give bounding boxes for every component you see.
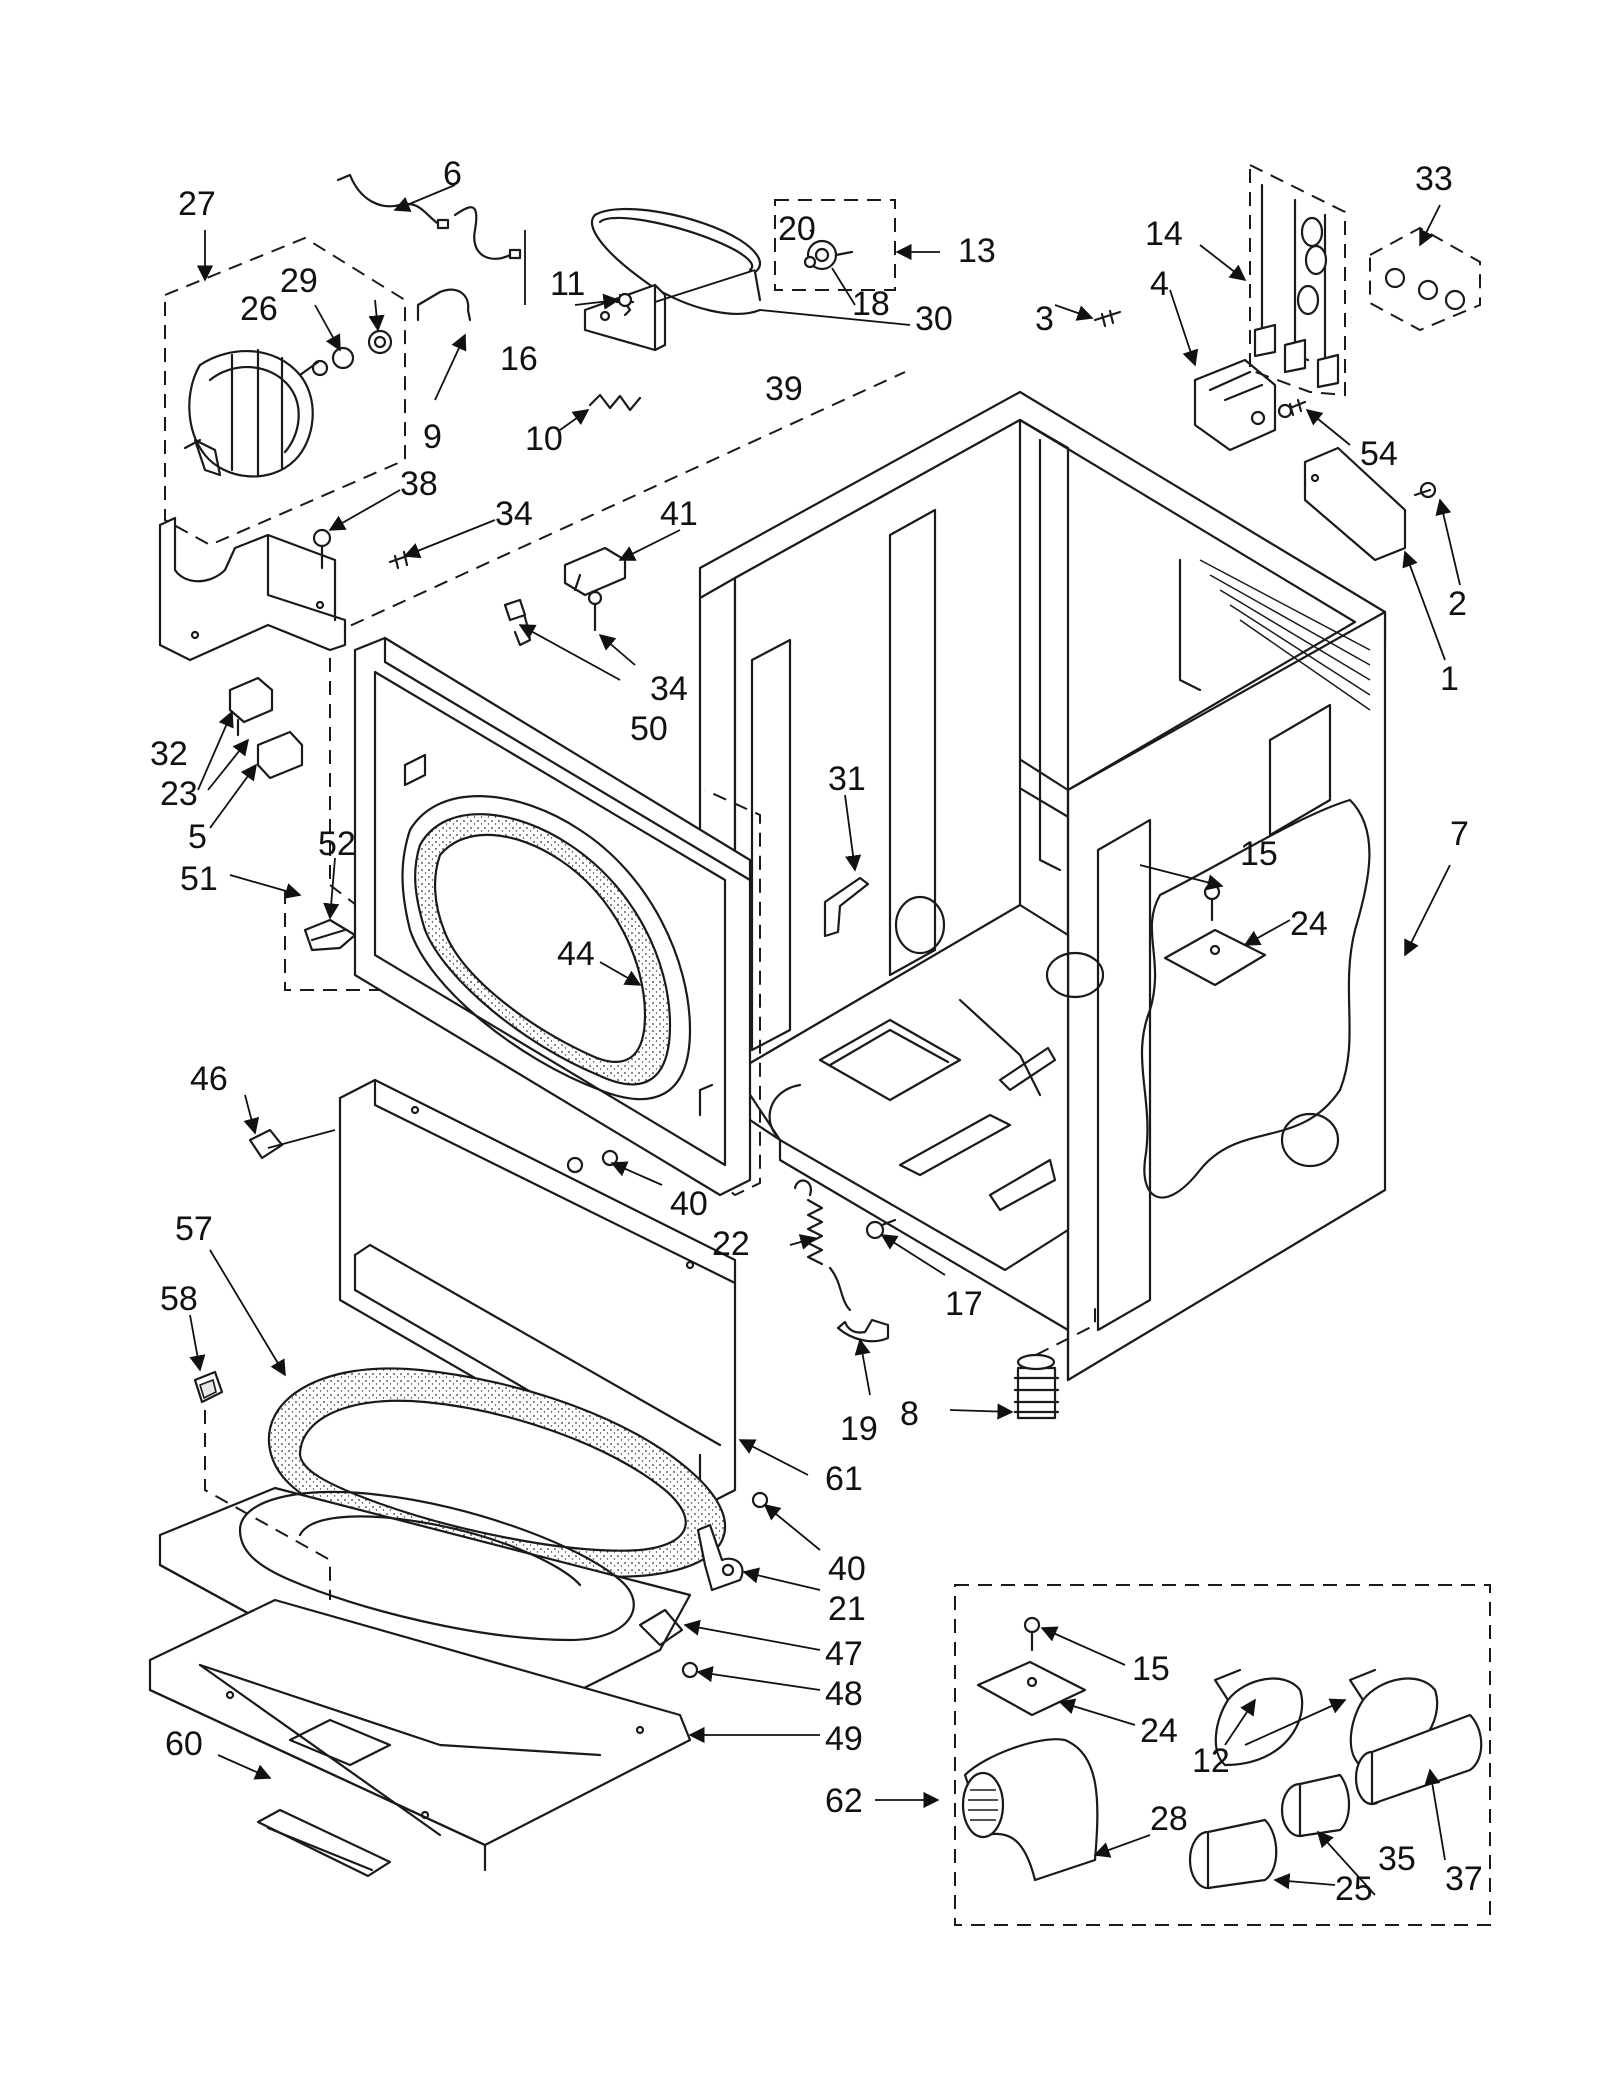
cover-24-upper <box>1163 928 1267 987</box>
spring-22 <box>793 1179 852 1312</box>
part-label-54: 54 <box>1360 435 1398 473</box>
part-label-46: 46 <box>190 1060 228 1098</box>
part-label-34b: 34 <box>650 670 688 708</box>
part-label-8: 8 <box>900 1395 919 1433</box>
idler-bracket <box>583 283 667 352</box>
terminal-kit-14 <box>1249 163 1346 397</box>
screw-17 <box>865 1218 897 1240</box>
door-catch <box>193 1370 331 1600</box>
part-label-40b: 40 <box>828 1550 866 1588</box>
part-label-27: 27 <box>178 185 216 223</box>
part-label-30: 30 <box>915 300 953 338</box>
part-label-35: 35 <box>1378 1840 1416 1878</box>
part-label-49: 49 <box>825 1720 863 1758</box>
part-label-12: 12 <box>1192 1742 1230 1780</box>
part-label-23: 23 <box>160 775 198 813</box>
part-label-48: 48 <box>825 1675 863 1713</box>
front-panel-assembly <box>329 371 906 1197</box>
part-label-20: 20 <box>778 210 816 248</box>
part-label-39: 39 <box>765 370 803 408</box>
part-label-38: 38 <box>400 465 438 503</box>
part-label-40a: 40 <box>670 1185 708 1223</box>
part-label-15b: 15 <box>1132 1650 1170 1688</box>
screw-38 <box>312 528 332 570</box>
part-label-4: 4 <box>1150 265 1169 303</box>
part-label-15a: 15 <box>1240 835 1278 873</box>
switch-5 <box>256 730 304 780</box>
part-label-28: 28 <box>1150 1800 1188 1838</box>
drive-belt <box>590 207 762 315</box>
terminal-kit-33 <box>1369 226 1481 332</box>
exhaust-kit <box>954 1584 1491 1926</box>
part-label-31: 31 <box>828 760 866 798</box>
part-label-19: 19 <box>840 1410 878 1448</box>
cabinet <box>698 390 1387 1382</box>
part-label-47: 47 <box>825 1635 863 1673</box>
part-label-57: 57 <box>175 1210 213 1248</box>
part-label-11: 11 <box>550 265 585 303</box>
screw-3 <box>1093 309 1122 328</box>
screw-54 <box>1277 398 1307 419</box>
cover-plate-1 <box>1303 446 1407 562</box>
idler-spring <box>588 393 642 412</box>
door-hinge-21 <box>696 1523 744 1592</box>
part-label-58: 58 <box>160 1280 198 1318</box>
part-label-3: 3 <box>1035 300 1054 338</box>
switch-bracket <box>503 598 532 647</box>
motor-mount <box>158 516 347 662</box>
idler-pulley-group <box>774 199 896 291</box>
screw-34-right <box>587 590 603 632</box>
bracket-31 <box>823 876 870 938</box>
hinge-46 <box>248 1128 284 1160</box>
part-label-22: 22 <box>712 1225 750 1263</box>
screws-40 <box>566 1149 769 1679</box>
part-label-34a: 34 <box>495 495 533 533</box>
part-label-51: 51 <box>180 860 218 898</box>
part-label-6: 6 <box>443 155 462 193</box>
part-label-32: 32 <box>150 735 188 773</box>
part-label-17: 17 <box>945 1285 983 1323</box>
door-handle <box>256 1808 392 1878</box>
part-label-18: 18 <box>852 285 890 323</box>
leveling-leg <box>1013 1305 1096 1420</box>
clip-19 <box>836 1318 890 1343</box>
screw-2 <box>1413 481 1437 499</box>
part-label-14: 14 <box>1145 215 1183 253</box>
part-label-25: 25 <box>1335 1870 1373 1908</box>
part-label-16: 16 <box>500 340 538 378</box>
part-label-33: 33 <box>1415 160 1453 198</box>
door-switch <box>563 546 627 597</box>
part-label-26: 26 <box>240 290 278 328</box>
part-label-60: 60 <box>165 1725 203 1763</box>
part-label-13: 13 <box>958 232 996 270</box>
door-catch-52 <box>284 890 380 991</box>
part-label-24a: 24 <box>1290 905 1328 943</box>
terminal-block-4 <box>1193 358 1277 452</box>
leader-lines <box>189 184 1461 1896</box>
part-label-44: 44 <box>557 935 595 973</box>
wiring <box>336 173 522 260</box>
motor-assembly <box>164 236 406 547</box>
part-label-29: 29 <box>280 262 318 300</box>
part-label-41: 41 <box>660 495 698 533</box>
door-outer <box>148 1598 692 1872</box>
part-label-61: 61 <box>825 1460 863 1498</box>
part-label-9: 9 <box>423 418 442 456</box>
part-label-2: 2 <box>1448 585 1467 623</box>
part-label-1: 1 <box>1440 660 1459 698</box>
part-label-52: 52 <box>318 825 356 863</box>
switch-23 <box>228 676 274 737</box>
part-label-5: 5 <box>188 818 207 856</box>
part-label-24b: 24 <box>1140 1712 1178 1750</box>
part-number-labels: 27 29 26 6 16 9 11 10 20 18 13 30 39 3 1… <box>150 155 1483 1908</box>
part-label-21: 21 <box>828 1590 866 1628</box>
part-label-37: 37 <box>1445 1860 1483 1898</box>
part-label-50: 50 <box>630 710 668 748</box>
part-label-7: 7 <box>1450 815 1469 853</box>
part-label-10: 10 <box>525 420 563 458</box>
motor-clamp <box>416 288 472 322</box>
part-label-62: 62 <box>825 1782 863 1820</box>
